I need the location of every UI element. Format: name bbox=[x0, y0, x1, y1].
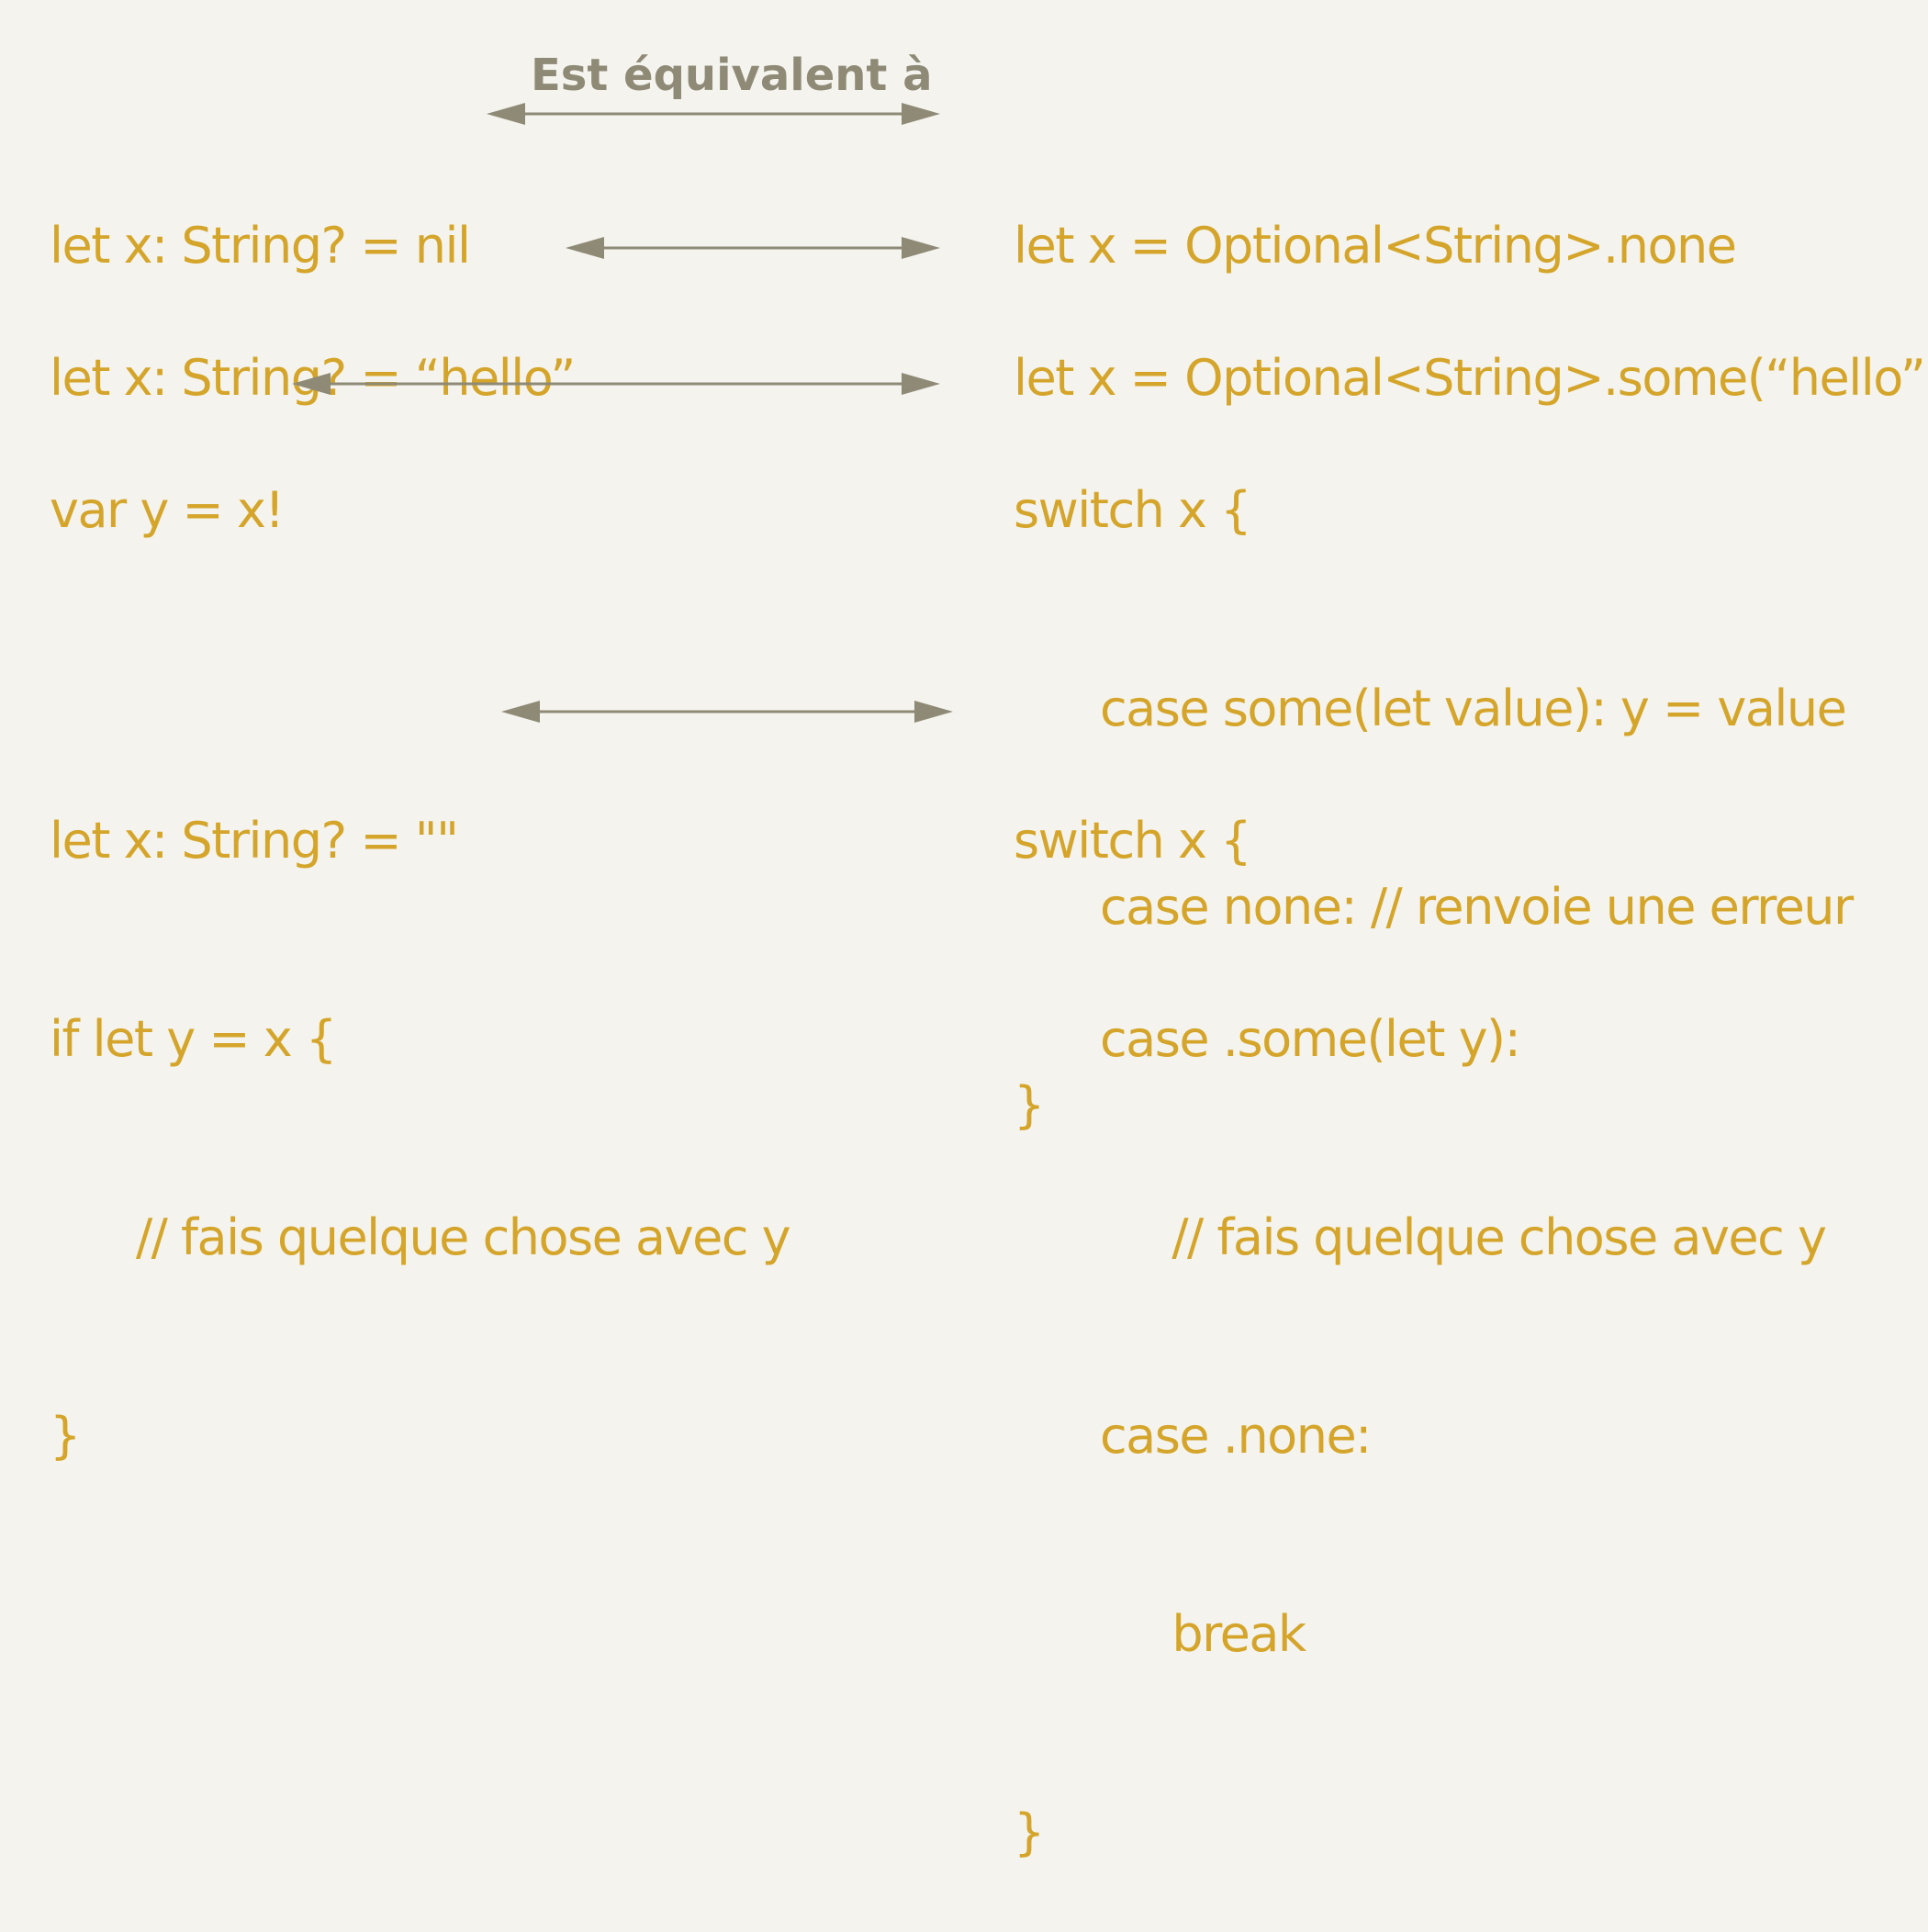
code-line: case none: // renvoie une erreur bbox=[1014, 878, 1854, 936]
equivalence-caption: Est équivalent à bbox=[531, 50, 933, 101]
code-line: case some(let value): y = value bbox=[1014, 680, 1847, 737]
code-line: } bbox=[50, 1407, 81, 1465]
right-code-some-hello: let x = Optional<String>.some(“hello”) bbox=[1014, 213, 1928, 477]
code-line: let x = Optional<String>.some(“hello”) bbox=[1014, 349, 1928, 407]
code-line: // fais quelque chose avec y bbox=[1014, 1208, 1827, 1266]
right-code-switch-force: switch x { case some(let value): y = val… bbox=[1014, 345, 1854, 1205]
code-line: case .some(let y): bbox=[1014, 1010, 1521, 1068]
right-code-none: let x = Optional<String>.none bbox=[1014, 81, 1737, 345]
equivalence-arrows bbox=[292, 103, 953, 723]
code-line: // fais quelque chose avec y bbox=[50, 1208, 791, 1266]
arrow-hello bbox=[566, 237, 940, 259]
code-line: let x = Optional<String>.none bbox=[1014, 217, 1737, 275]
arrow-force-unwrap bbox=[292, 373, 940, 395]
left-code-force-unwrap: var y = x! bbox=[50, 345, 285, 610]
code-line: var y = x! bbox=[50, 481, 285, 539]
code-line: if let y = x { bbox=[50, 1010, 337, 1068]
left-code-nil: let x: String? = nil bbox=[50, 81, 471, 345]
code-line: } bbox=[1014, 1803, 1045, 1861]
code-line: case .none: bbox=[1014, 1407, 1372, 1465]
arrow-nil bbox=[487, 103, 940, 125]
code-line: let x: String? = "" bbox=[50, 812, 459, 870]
arrow-if-let bbox=[501, 701, 953, 723]
code-line: switch x { bbox=[1014, 812, 1252, 870]
code-line: break bbox=[1014, 1605, 1306, 1663]
code-line: let x: String? = nil bbox=[50, 217, 471, 275]
code-line: switch x { bbox=[1014, 481, 1252, 539]
